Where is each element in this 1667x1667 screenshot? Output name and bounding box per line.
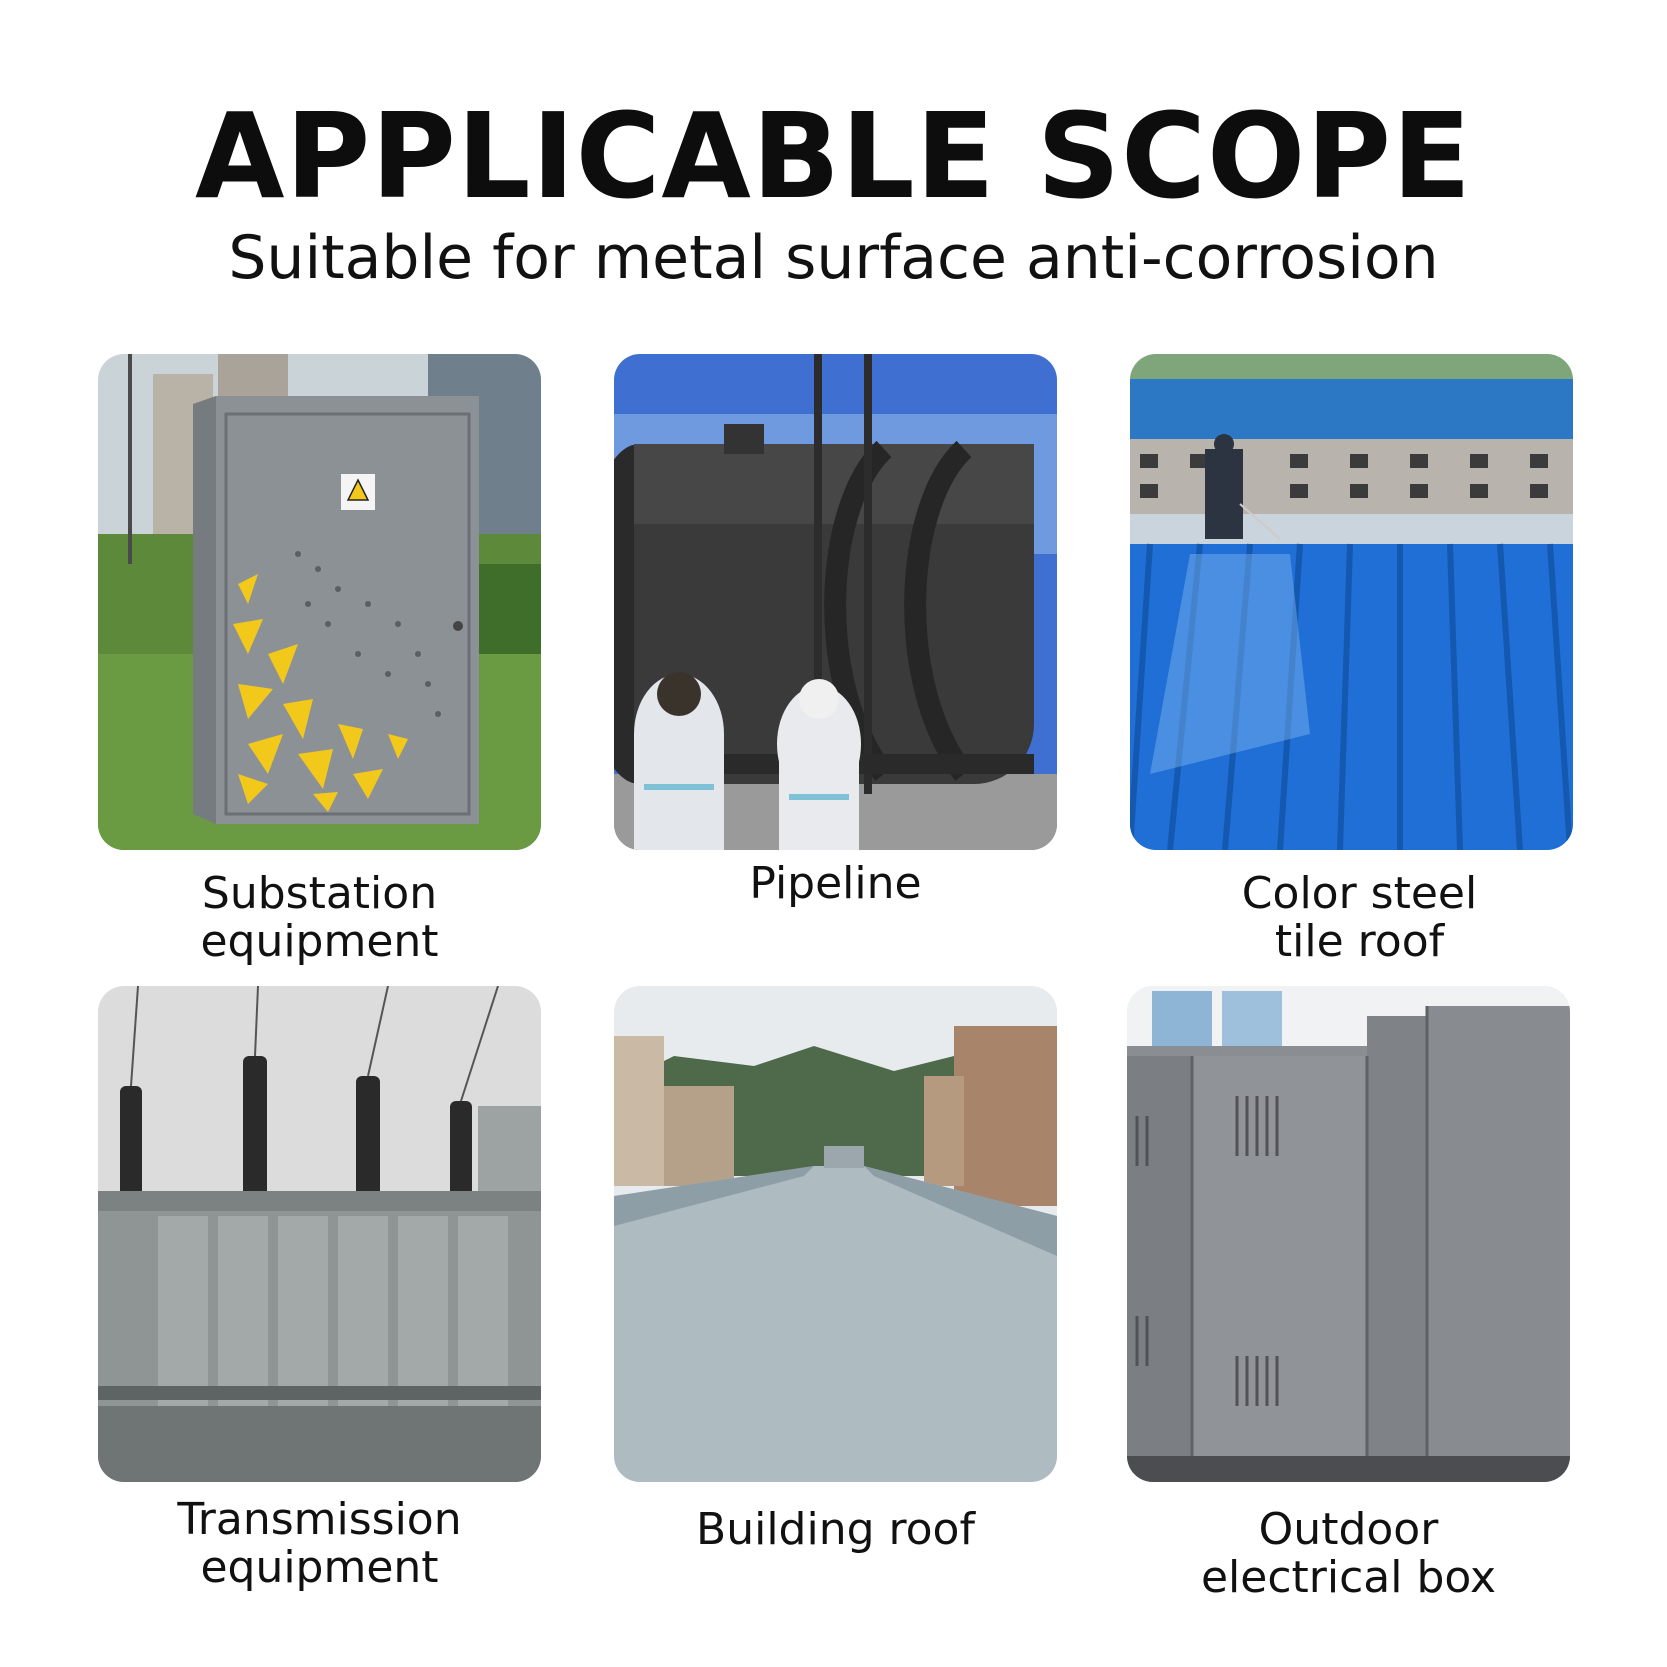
blue-steel-roof-photo bbox=[1130, 354, 1573, 850]
label-substation-equipment: Substation equipment bbox=[200, 868, 439, 967]
label-transmission-equipment: Transmission equipment bbox=[177, 1494, 462, 1593]
label-outdoor-electrical-box: Outdoor electrical box bbox=[1200, 1504, 1497, 1603]
substation-cabinet-photo bbox=[98, 354, 541, 850]
label-color-steel-tile-roof: Color steel tile roof bbox=[1241, 868, 1478, 967]
pipeline-tank-photo bbox=[614, 354, 1057, 850]
page-title: APPLICABLE SCOPE bbox=[194, 87, 1473, 225]
page-subtitle: Suitable for metal surface anti-corrosio… bbox=[228, 223, 1439, 293]
transformer-photo bbox=[98, 986, 541, 1482]
building-roof-photo bbox=[614, 986, 1057, 1482]
label-pipeline: Pipeline bbox=[749, 858, 922, 909]
label-building-roof: Building roof bbox=[696, 1504, 975, 1555]
electrical-box-photo bbox=[1127, 986, 1570, 1482]
